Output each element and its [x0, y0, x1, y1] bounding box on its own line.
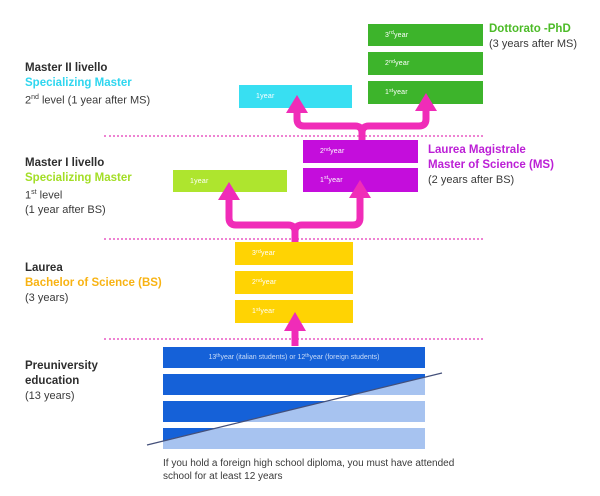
dotted-divider-middle — [104, 238, 483, 240]
label-laurea: Laurea Bachelor of Science (BS) (3 years… — [25, 261, 162, 305]
preuniversity-detail: (13 years) — [25, 390, 75, 402]
dotted-divider-bottom — [104, 338, 483, 340]
master1-detail2: (1 year after BS) — [25, 203, 106, 216]
ms-detail: (2 years after BS) — [428, 174, 515, 186]
preuniversity-bar-2 — [163, 374, 425, 395]
master2-detail: 2nd level (1 year after MS) — [25, 94, 151, 107]
preuniversity-title-line1: Preuniversity — [25, 360, 98, 372]
master1-detail: 1st level — [25, 189, 63, 202]
master2-title: Master II livello — [25, 62, 108, 74]
ms-title-line1: Laurea Magistrale — [428, 144, 526, 156]
preuniversity-bar-3 — [163, 401, 425, 422]
foreign-diploma-caption: If you hold a foreign high school diplom… — [163, 458, 455, 482]
preuniversity-bar-4 — [163, 428, 425, 449]
laurea-subtitle: Bachelor of Science (BS) — [25, 277, 162, 289]
master2-year-box: 1 year — [239, 85, 352, 108]
dotted-divider-top — [104, 135, 483, 137]
label-preuniversity: Preuniversity education (13 years) — [25, 359, 98, 403]
laurea-title: Laurea — [25, 262, 63, 274]
phd-title: Dottorato -PhD — [489, 23, 571, 35]
master2-subtitle: Specializing Master — [25, 77, 132, 89]
master1-subtitle: Specializing Master — [25, 172, 132, 184]
master1-year-box: 1 year — [173, 170, 287, 192]
label-master1: Master I livello Specializing Master 1st… — [25, 156, 132, 217]
laurea-detail: (3 years) — [25, 292, 69, 304]
label-ms: Laurea Magistrale Master of Science (MS)… — [428, 143, 554, 187]
label-master2: Master II livello Specializing Master 2n… — [25, 61, 150, 108]
phd-detail: (3 years after MS) — [489, 38, 578, 50]
preuniversity-title-line2: education — [25, 375, 80, 387]
master1-title: Master I livello — [25, 157, 105, 169]
ms-title-line2: Master of Science (MS) — [428, 159, 554, 171]
label-phd: Dottorato -PhD (3 years after MS) — [489, 22, 577, 51]
